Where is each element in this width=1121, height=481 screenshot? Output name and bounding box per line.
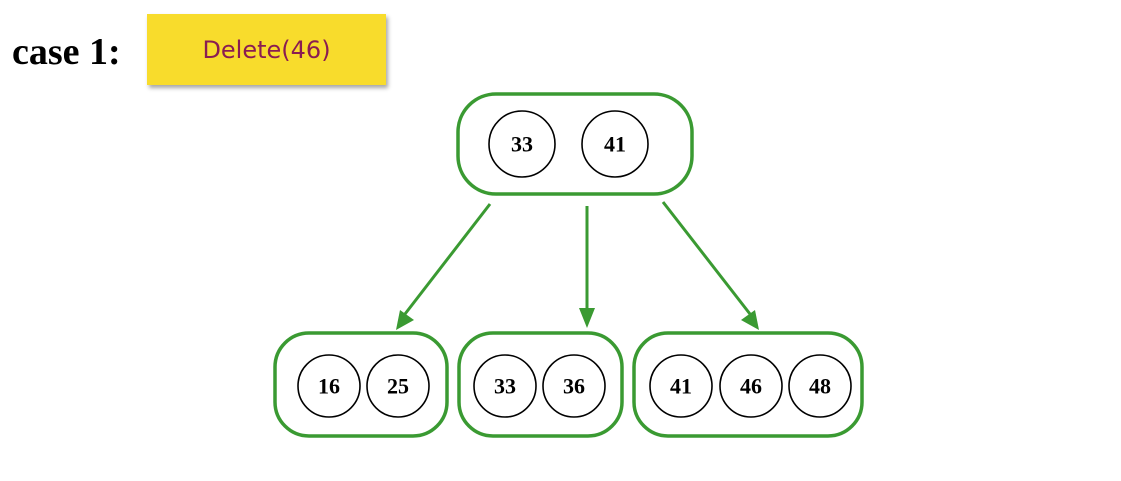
root-key-circle <box>488 110 556 178</box>
leaf-key: 16 <box>318 374 340 399</box>
leaf-key: 25 <box>387 374 409 399</box>
leaf-node: 41 46 48 <box>632 331 864 438</box>
edge-middle <box>579 206 595 328</box>
root-key: 41 <box>604 132 626 157</box>
operation-badge: Delete(46) <box>147 14 386 85</box>
edge-left <box>396 203 492 330</box>
leaf-key-circle <box>542 354 606 418</box>
edge-right <box>661 201 759 330</box>
leaf-key: 46 <box>740 374 762 399</box>
root-node: 33 41 <box>456 92 694 196</box>
arrowhead <box>579 308 595 328</box>
case-label: case 1: <box>12 31 121 73</box>
leaf-key-circle <box>366 354 430 418</box>
arrowhead <box>396 310 414 330</box>
leaf-node: 16 25 <box>273 331 449 438</box>
leaf-node: 33 36 <box>457 331 624 438</box>
leaf-key: 33 <box>494 374 516 399</box>
leaf-key-circle <box>297 354 361 418</box>
leaf-key: 36 <box>563 374 585 399</box>
root-key-circle <box>581 110 649 178</box>
leaf-key-circle <box>788 354 852 418</box>
leaf-key-circle <box>473 354 537 418</box>
leaf-key: 41 <box>670 374 692 399</box>
operation-label: Delete(46) <box>202 35 331 64</box>
root-key: 33 <box>511 132 533 157</box>
arrowhead <box>741 310 759 330</box>
leaf-key-circle <box>649 354 713 418</box>
leaf-key: 48 <box>809 374 831 399</box>
leaf-key-circle <box>719 354 783 418</box>
